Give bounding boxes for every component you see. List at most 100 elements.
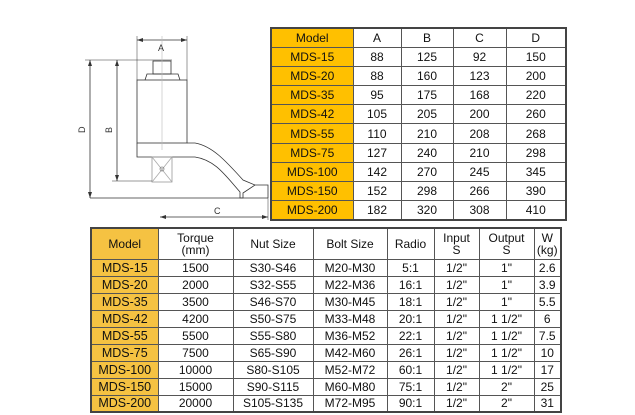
value-cell: 31 [533, 394, 562, 413]
value-cell: 6 [533, 309, 562, 328]
value-cell: 1/2" [433, 258, 480, 277]
value-cell: 16:1 [386, 275, 435, 294]
value-cell: M30-M45 [312, 292, 388, 311]
value-cell: M20-M30 [312, 258, 388, 277]
model-cell: MDS-75 [90, 343, 159, 362]
model-cell: MDS-15 [90, 258, 159, 277]
value-cell: 270 [400, 161, 454, 183]
value-cell: 92 [452, 46, 507, 67]
model-cell: MDS-42 [90, 309, 159, 328]
value-cell: 75:1 [386, 377, 435, 396]
value-cell: M52-M72 [312, 360, 388, 379]
reaction-arm-top [187, 142, 256, 186]
value-cell: 298 [400, 180, 454, 202]
model-cell: MDS-150 [270, 180, 354, 202]
column-header: Torque(mm) [157, 227, 234, 260]
value-cell: 168 [452, 85, 507, 106]
header-text: (mm) [181, 242, 210, 257]
value-cell: 5:1 [386, 258, 435, 277]
value-cell: 127 [352, 142, 402, 163]
value-cell: 88 [352, 46, 402, 67]
header-text: Input [443, 230, 470, 245]
header-text: Model [108, 236, 142, 251]
column-header: D [505, 27, 567, 48]
value-cell: 20:1 [386, 309, 435, 328]
value-cell: 410 [505, 200, 567, 221]
value-cell: M22-M36 [312, 275, 388, 294]
reaction-arm [136, 143, 269, 199]
value-cell: S30-S46 [232, 258, 314, 277]
header-text: (kg) [536, 242, 558, 257]
value-cell: 200 [505, 65, 567, 87]
value-cell: 25 [533, 377, 562, 396]
value-cell: 90:1 [386, 394, 435, 413]
value-cell: S80-S105 [232, 360, 314, 379]
value-cell: 1/2" [433, 292, 480, 311]
model-cell: MDS-200 [90, 394, 159, 413]
header-text: Torque [177, 230, 214, 245]
label-d: D [77, 126, 87, 133]
value-cell: 240 [400, 142, 454, 163]
value-cell: 7500 [157, 343, 234, 362]
value-cell: 22:1 [386, 326, 435, 345]
header-text: W [541, 230, 553, 245]
header-text: S [452, 242, 461, 257]
model-cell: MDS-100 [90, 360, 159, 379]
value-cell: 1" [478, 275, 535, 294]
value-cell: 17 [533, 360, 562, 379]
value-cell: 20000 [157, 394, 234, 413]
value-cell: 260 [505, 104, 567, 125]
value-cell: 1 1/2" [478, 309, 535, 328]
value-cell: 123 [452, 65, 507, 87]
value-cell: 1/2" [433, 275, 480, 294]
value-cell: 345 [505, 161, 567, 183]
model-cell: MDS-35 [90, 292, 159, 311]
value-cell: 390 [505, 180, 567, 202]
value-cell: 1 1/2" [478, 343, 535, 362]
value-cell: 220 [505, 85, 567, 106]
label-b: B [104, 127, 114, 133]
column-header: Model [90, 227, 159, 260]
value-cell: 142 [352, 161, 402, 183]
value-cell: 152 [352, 180, 402, 202]
value-cell: 268 [505, 123, 567, 144]
value-cell: 1/2" [433, 326, 480, 345]
value-cell: 210 [452, 142, 507, 163]
model-cell: MDS-75 [270, 142, 354, 163]
value-cell: 2.6 [533, 258, 562, 277]
value-cell: 1" [478, 292, 535, 311]
top-cap [144, 73, 181, 81]
value-cell: 308 [452, 200, 507, 221]
value-cell: 1/2" [433, 343, 480, 362]
value-cell: 110 [352, 123, 402, 144]
value-cell: 2" [478, 377, 535, 396]
value-cell: 60:1 [386, 360, 435, 379]
model-cell: MDS-200 [270, 200, 354, 221]
value-cell: 105 [352, 104, 402, 125]
value-cell: S46-S70 [232, 292, 314, 311]
model-cell: MDS-35 [270, 85, 354, 106]
value-cell: 1/2" [433, 394, 480, 413]
value-cell: M72-M95 [312, 394, 388, 413]
column-header: B [400, 27, 454, 48]
value-cell: M33-M48 [312, 309, 388, 328]
model-cell: MDS-20 [90, 275, 159, 294]
value-cell: M42-M60 [312, 343, 388, 362]
column-header: W(kg) [533, 227, 562, 260]
value-cell: 320 [400, 200, 454, 221]
value-cell: M60-M80 [312, 377, 388, 396]
label-a: A [158, 43, 164, 53]
